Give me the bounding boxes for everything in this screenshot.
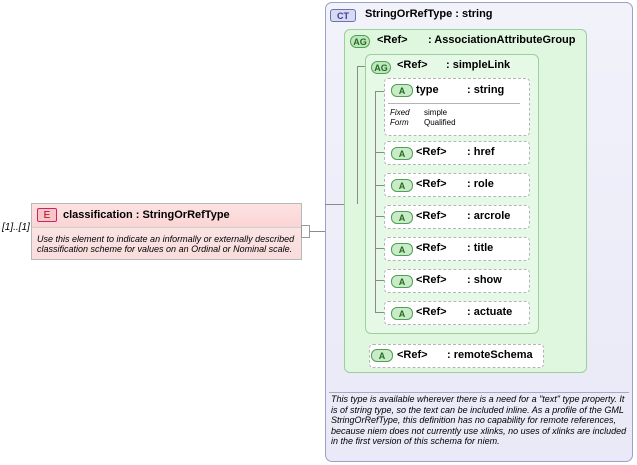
attribute-group-badge-icon: AG bbox=[371, 61, 391, 74]
connector-line bbox=[310, 231, 325, 232]
element-classification[interactable]: E classification : StringOrRefType Use t… bbox=[31, 203, 302, 260]
attribute-name: type bbox=[416, 84, 439, 96]
tree-connector bbox=[375, 152, 384, 153]
attribute-badge-icon: A bbox=[391, 179, 413, 192]
attribute-type-value: : title bbox=[467, 242, 494, 254]
attribute-name: <Ref> bbox=[416, 274, 447, 286]
tree-connector bbox=[375, 185, 384, 186]
attribute-group-ref: <Ref> bbox=[397, 59, 428, 71]
attribute-group-ref: <Ref> bbox=[377, 34, 408, 46]
attribute-type-value: : role bbox=[467, 178, 494, 190]
form-label: Form bbox=[390, 118, 409, 127]
tree-connector bbox=[375, 91, 376, 313]
occurrence-label: [1]..[1] bbox=[2, 222, 30, 233]
expand-toggle[interactable] bbox=[301, 225, 310, 238]
attribute-type-value: : href bbox=[467, 146, 495, 158]
attribute-type-value: : arcrole bbox=[467, 210, 511, 222]
tree-connector bbox=[375, 91, 384, 92]
attribute-href[interactable] bbox=[384, 141, 530, 165]
tree-connector bbox=[375, 248, 384, 249]
attribute-badge-icon: A bbox=[371, 349, 393, 362]
tree-connector bbox=[325, 204, 344, 205]
complex-type-badge-icon: CT bbox=[330, 9, 356, 22]
attribute-group-type: : AssociationAttributeGroup bbox=[428, 34, 576, 46]
fixed-value: simple bbox=[424, 108, 448, 117]
attribute-group-badge-icon: AG bbox=[350, 35, 370, 48]
attribute-badge-icon: A bbox=[391, 147, 413, 160]
complex-type-title: StringOrRefType : string bbox=[365, 8, 493, 20]
fixed-label: Fixed bbox=[390, 108, 410, 117]
attribute-name: <Ref> bbox=[416, 210, 447, 222]
attribute-type-value: : show bbox=[467, 274, 502, 286]
tree-connector bbox=[357, 66, 358, 204]
attribute-type-value: : remoteSchema bbox=[447, 349, 533, 361]
attribute-name: <Ref> bbox=[416, 306, 447, 318]
attribute-badge-icon: A bbox=[391, 211, 413, 224]
attribute-type-value: : string bbox=[467, 84, 505, 96]
attribute-remoteschema[interactable] bbox=[369, 344, 544, 368]
attribute-badge-icon: A bbox=[391, 275, 413, 288]
attribute-arcrole[interactable] bbox=[384, 205, 530, 229]
element-badge-icon: E bbox=[37, 208, 57, 222]
tree-connector bbox=[375, 216, 384, 217]
element-title: classification : StringOrRefType bbox=[63, 209, 230, 221]
attribute-badge-icon: A bbox=[391, 84, 413, 97]
complex-type-documentation: This type is available wherever there is… bbox=[331, 394, 627, 446]
attribute-divider bbox=[388, 103, 520, 104]
attribute-name: <Ref> bbox=[416, 242, 447, 254]
tree-connector bbox=[375, 280, 384, 281]
attribute-badge-icon: A bbox=[391, 307, 413, 320]
element-documentation: Use this element to indicate an informal… bbox=[37, 234, 295, 254]
attribute-name: <Ref> bbox=[397, 349, 428, 361]
complex-type-divider bbox=[329, 392, 629, 393]
attribute-name: <Ref> bbox=[416, 178, 447, 190]
attribute-badge-icon: A bbox=[391, 243, 413, 256]
form-value: Qualified bbox=[424, 118, 456, 127]
attribute-group-type: : simpleLink bbox=[446, 59, 511, 71]
attribute-type-value: : actuate bbox=[467, 306, 513, 318]
tree-connector bbox=[357, 66, 365, 67]
element-header: E classification : StringOrRefType bbox=[32, 204, 301, 228]
attribute-name: <Ref> bbox=[416, 146, 447, 158]
tree-connector bbox=[375, 312, 384, 313]
